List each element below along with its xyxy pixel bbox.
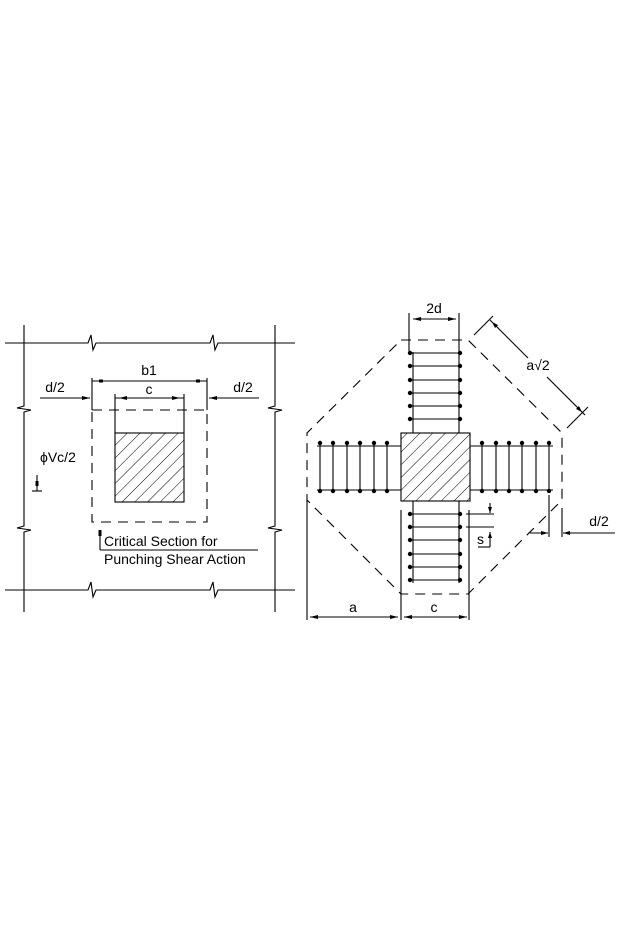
critical-section-boundary (91, 409, 208, 523)
stirrup-arm-right (470, 440, 553, 494)
critical-section-leader: Critical Section for Punching Shear Acti… (98, 530, 258, 567)
column-section (114, 432, 185, 503)
b1-dimension: b1 (91, 362, 208, 410)
a-label: a (349, 599, 357, 615)
slab-top-edge (5, 334, 295, 353)
spacing-s-label: s (477, 531, 484, 547)
slab-bottom-edge (5, 581, 295, 600)
stirrups-right (481, 443, 550, 491)
spacing-s-dimension: s (466, 503, 494, 548)
c-dimension-right: c (404, 594, 470, 620)
shear-force-label: ϕVc/2 (40, 449, 76, 465)
a-root2-label: a√2 (526, 357, 549, 373)
d2-left-arrow: d/2 (40, 379, 90, 400)
critical-section-label-line2: Punching Shear Action (104, 551, 246, 567)
d2-right-arrow: d/2 (209, 379, 259, 400)
shear-force-arrow (32, 475, 42, 492)
2d-label: 2d (426, 300, 442, 316)
c-label-left: c (146, 381, 153, 397)
a-root2-dimension: a√2 (473, 315, 589, 429)
left-figure: b1 c d/2 d/2 ϕVc/2 (5, 325, 295, 612)
slab-left-edge (16, 325, 32, 612)
stirrups-bottom (410, 513, 460, 581)
critical-section-label-line1: Critical Section for (104, 533, 218, 549)
d2-left-label: d/2 (45, 379, 65, 395)
stirrup-arm-top (407, 350, 463, 433)
stirrup-arm-bottom (400, 501, 470, 594)
stirrups-left (319, 443, 388, 491)
stirrups-top (410, 352, 460, 420)
2d-dimension: 2d (408, 300, 460, 352)
d2-right-label-fig2: d/2 (589, 513, 609, 529)
stirrup-arm-left (317, 440, 401, 494)
d2-right-label: d/2 (233, 379, 253, 395)
right-figure: 2d a√2 s (306, 300, 615, 620)
c-label-right: c (431, 599, 438, 615)
slab-right-edge (267, 325, 283, 612)
column-section-right (400, 432, 471, 502)
a-dimension: a (306, 500, 402, 620)
d2-right-dimension: d/2 (530, 495, 615, 537)
b1-label: b1 (141, 362, 157, 378)
c-dimension-left: c (114, 381, 185, 433)
octagonal-critical-section (306, 339, 563, 595)
